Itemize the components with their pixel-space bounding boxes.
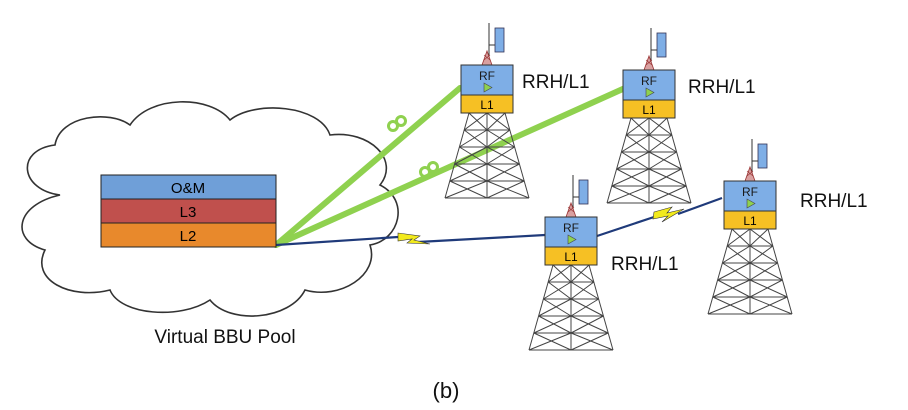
figure-caption: (b) (433, 378, 460, 403)
bbu-stack: O&M L3 L2 (100, 174, 277, 248)
l1-box (723, 210, 777, 230)
tower-2: RF L1 RRH/L1 (606, 28, 756, 204)
antenna-icon (656, 32, 667, 58)
amplifier-icon (483, 82, 493, 93)
rf-label: RF (742, 185, 758, 199)
fiber-link-2 (273, 85, 628, 248)
l1-box (460, 94, 514, 114)
fiber-connector-icon-1 (387, 115, 407, 132)
l1-label: L1 (743, 214, 757, 228)
layer-l2-box (100, 222, 277, 248)
rf-label: RF (479, 69, 495, 83)
l1-label: L1 (564, 250, 578, 264)
tower-lattice (444, 112, 530, 199)
wireless-link-1 (275, 232, 546, 247)
lightning-bolt-icon (397, 232, 431, 245)
amplifier-icon (645, 87, 655, 98)
tower-4: RF L1 RRH/L1 (707, 139, 868, 315)
antenna-icon (494, 27, 505, 53)
fiber-connector-icon-2 (419, 161, 439, 178)
amplifier-icon (567, 234, 577, 245)
tower-lattice (707, 228, 793, 315)
tower-lattice (528, 264, 614, 351)
antenna-icon (757, 143, 768, 169)
tower-caption: RRH/L1 (800, 191, 868, 212)
bbu-pool-label: Virtual BBU Pool (154, 327, 295, 348)
layer-l3-box (100, 198, 277, 224)
tower-lattice (606, 117, 692, 204)
lightning-bolt-icon (652, 206, 685, 223)
l1-box (544, 246, 598, 266)
amplifier-icon (746, 198, 756, 209)
layer-om-label: O&M (171, 180, 205, 197)
antenna-mast (565, 175, 577, 218)
tower-1: RF L1 RRH/L1 (444, 23, 590, 199)
tower-caption: RRH/L1 (611, 254, 679, 275)
antenna-icon (578, 179, 589, 205)
rf-label: RF (563, 221, 579, 235)
wireless-link-2 (596, 196, 723, 238)
antenna-mast (744, 139, 756, 182)
antenna-mast (481, 23, 493, 66)
links-group (273, 85, 723, 248)
tower-caption: RRH/L1 (522, 72, 590, 93)
layer-l2-label: L2 (180, 228, 197, 245)
antenna-mast (643, 28, 655, 71)
l1-label: L1 (480, 98, 494, 112)
rf-label: RF (641, 74, 657, 88)
l1-label: L1 (642, 103, 656, 117)
layer-l3-label: L3 (180, 204, 197, 221)
tower-3: RF L1 RRH/L1 (528, 175, 679, 351)
fiber-link-1 (273, 85, 463, 248)
tower-caption: RRH/L1 (688, 77, 756, 98)
l1-box (622, 99, 676, 119)
